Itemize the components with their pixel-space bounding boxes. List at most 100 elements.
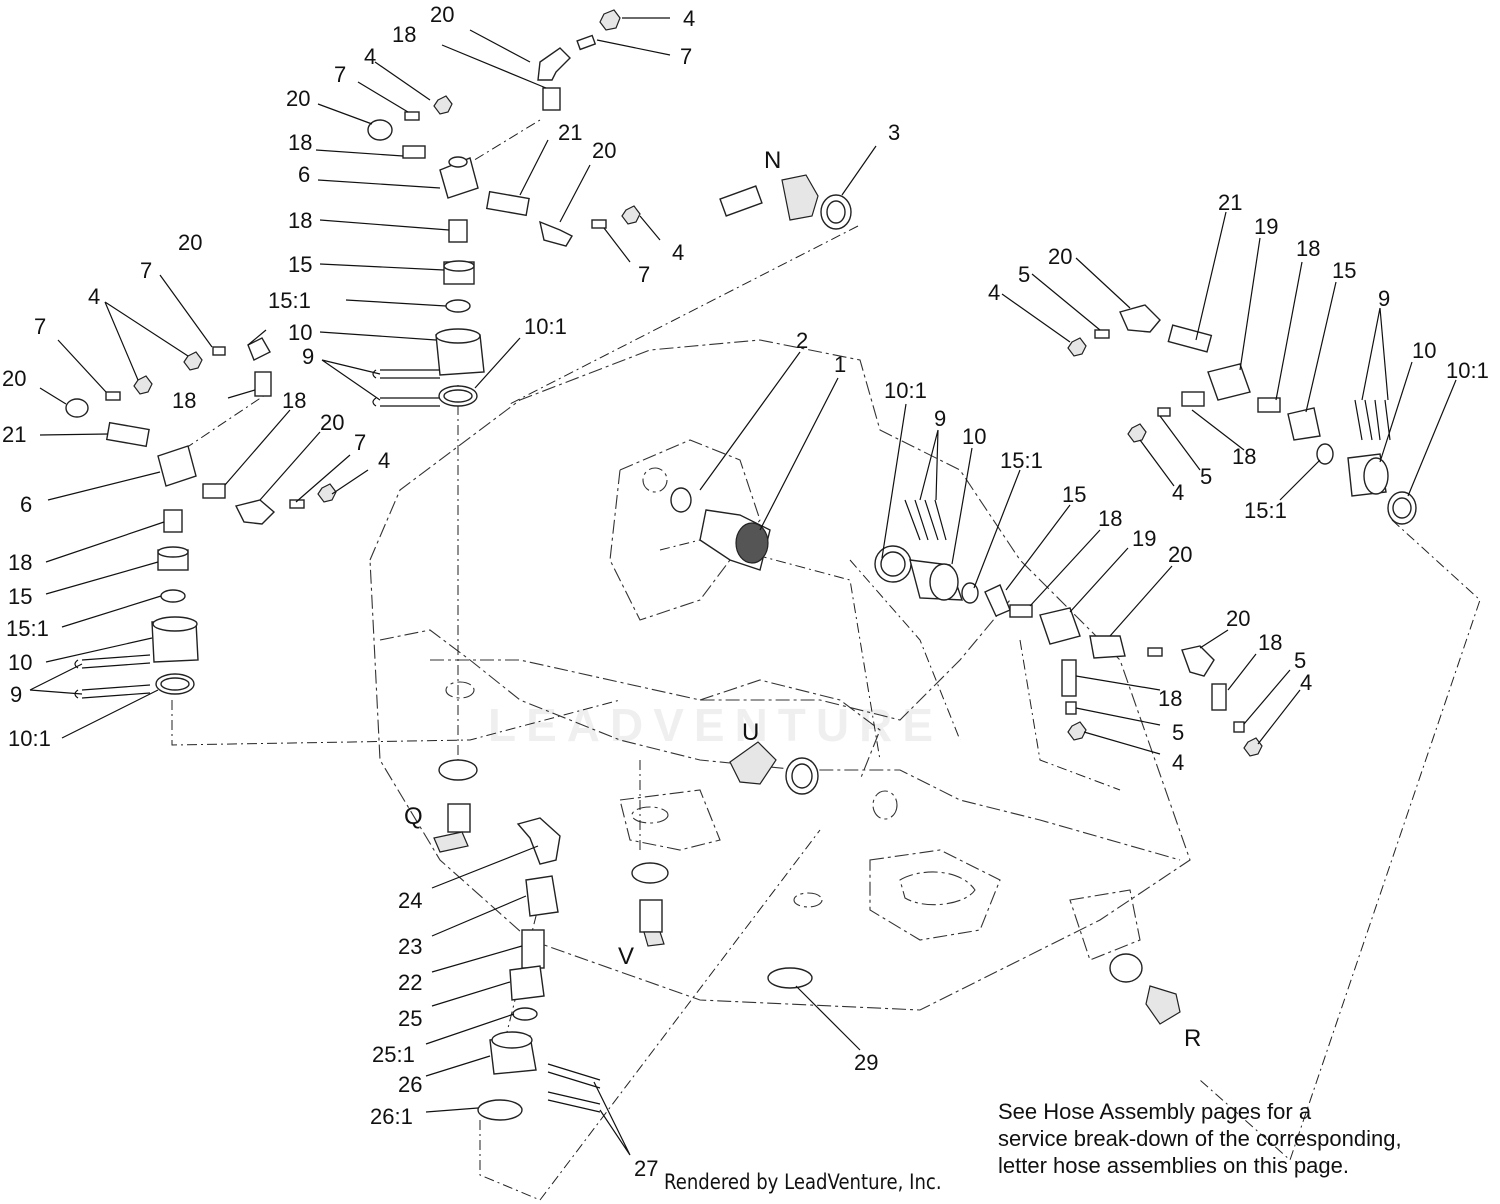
o-ring: [445, 299, 471, 313]
callout-20: 20: [1048, 244, 1072, 269]
callout-2: 2: [796, 328, 808, 353]
callout-3: 3: [888, 120, 900, 145]
callout-19: 19: [1254, 214, 1278, 239]
callout-6: 6: [20, 492, 32, 517]
tee-fitting: [1039, 607, 1081, 645]
callout-18: 18: [1158, 686, 1182, 711]
tee-fitting: [1207, 363, 1251, 401]
callout-21: 21: [2, 422, 26, 447]
leader-lines: [29, 17, 1457, 1156]
hose-letters: N U Q V R: [404, 147, 1201, 1052]
note-line-2: service break-down of the corresponding,: [998, 1126, 1402, 1151]
callout-7: 7: [34, 314, 46, 339]
callout-4: 4: [88, 284, 100, 309]
callout-18: 18: [1232, 444, 1256, 469]
render-credit: Rendered by LeadVenture, Inc.: [664, 1170, 942, 1194]
nut: [525, 875, 559, 917]
callout-7: 7: [334, 62, 346, 87]
callout-9: 9: [934, 406, 946, 431]
callout-5: 5: [1018, 262, 1030, 287]
hose-filter: [485, 190, 530, 217]
callout-18: 18: [172, 388, 196, 413]
callout-18: 18: [1098, 506, 1122, 531]
callout-25-1: 25:1: [372, 1042, 415, 1067]
callout-4: 4: [683, 6, 695, 31]
callout-15-1: 15:1: [1244, 498, 1287, 523]
callout-5: 5: [1172, 720, 1184, 745]
callout-18: 18: [8, 550, 32, 575]
hose-filter: [105, 421, 150, 448]
callout-10: 10: [962, 424, 986, 449]
hose-filter: [1167, 324, 1213, 353]
callout-4: 4: [672, 240, 684, 265]
callout-1: 1: [834, 352, 846, 377]
callout-4: 4: [1300, 670, 1312, 695]
callout-20: 20: [1226, 606, 1250, 631]
callout-20: 20: [1168, 542, 1192, 567]
o-ring: [670, 487, 692, 513]
assembly-lines: [167, 119, 1481, 1201]
callout-18: 18: [288, 208, 312, 233]
callout-10: 10: [8, 650, 32, 675]
callout-9: 9: [1378, 286, 1390, 311]
callout-18: 18: [288, 130, 312, 155]
hose-letter-n: N: [764, 147, 781, 174]
callout-9: 9: [10, 682, 22, 707]
tee-fitting: [157, 445, 197, 487]
callout-4: 4: [988, 280, 1000, 305]
hex-nut: [599, 9, 621, 31]
callout-29: 29: [854, 1050, 878, 1075]
callout-15: 15: [8, 584, 32, 609]
callout-20: 20: [320, 410, 344, 435]
hose-letter-q: Q: [404, 803, 423, 830]
callout-21: 21: [558, 120, 582, 145]
callout-20: 20: [430, 2, 454, 27]
callout-5: 5: [1200, 464, 1212, 489]
callout-5: 5: [1294, 648, 1306, 673]
callout-23: 23: [398, 934, 422, 959]
callout-7: 7: [140, 258, 152, 283]
callout-labels: 20 4 18 7 7 4 20 18 6 21 20 7 4 18 15 15…: [2, 2, 1489, 1181]
callout-10-1: 10:1: [1446, 358, 1489, 383]
callout-7: 7: [680, 44, 692, 69]
hex-nut: [433, 95, 453, 115]
callout-26: 26: [398, 1072, 422, 1097]
callout-20: 20: [592, 138, 616, 163]
callout-10-1: 10:1: [8, 726, 51, 751]
callout-19: 19: [1132, 526, 1156, 551]
seal-ring: [767, 967, 813, 989]
callout-18: 18: [1258, 630, 1282, 655]
hose-letter-v: V: [618, 943, 634, 970]
hex-nut: [621, 205, 641, 225]
callout-15-1: 15:1: [1000, 448, 1043, 473]
callout-7: 7: [354, 430, 366, 455]
callout-18: 18: [1296, 236, 1320, 261]
callout-10-1: 10:1: [884, 378, 927, 403]
callout-26-1: 26:1: [370, 1104, 413, 1129]
callout-15-1: 15:1: [6, 616, 49, 641]
hose-letter-r: R: [1184, 1025, 1201, 1052]
callout-20: 20: [286, 86, 310, 111]
hose-n: [719, 185, 763, 217]
callout-4: 4: [1172, 750, 1184, 775]
note-line-3: letter hose assemblies on this page.: [998, 1153, 1349, 1178]
hose-letter-u: U: [742, 719, 759, 746]
hose-r: [1109, 953, 1143, 983]
callout-4: 4: [364, 44, 376, 69]
hose-assembly-note: See Hose Assembly pages for a service br…: [998, 1098, 1488, 1179]
elbow-fitting: [367, 119, 393, 141]
callout-4: 4: [378, 448, 390, 473]
callout-21: 21: [1218, 190, 1242, 215]
hose-v: [631, 862, 669, 884]
watermark: LEADVENTURE: [488, 699, 944, 751]
callout-4: 4: [1172, 480, 1184, 505]
coupler: [542, 87, 561, 111]
callout-10-1: 10:1: [524, 314, 567, 339]
callout-22: 22: [398, 970, 422, 995]
grommet: [1287, 407, 1321, 441]
callout-27: 27: [634, 1156, 658, 1181]
callout-15: 15: [1332, 258, 1356, 283]
callout-7: 7: [638, 262, 650, 287]
callout-15: 15: [1062, 482, 1086, 507]
